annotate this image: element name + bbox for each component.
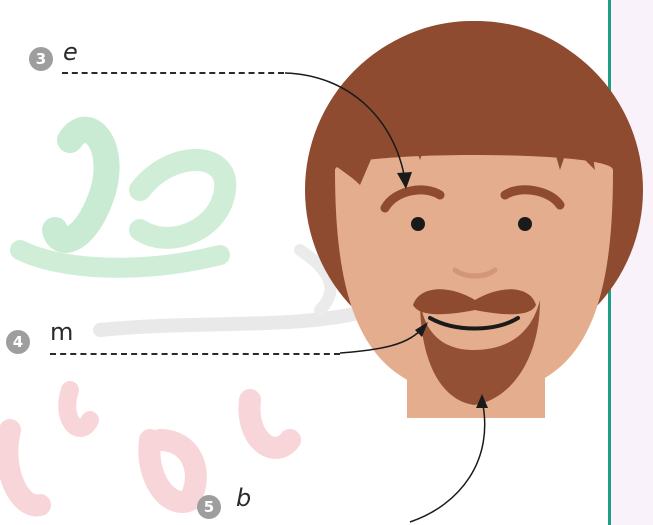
item-letter: e xyxy=(63,40,78,64)
item-number-badge: 5 xyxy=(197,495,221,519)
item-number-badge: 3 xyxy=(29,47,53,71)
item-number-badge: 4 xyxy=(6,330,30,354)
item-letter: m xyxy=(50,320,73,344)
answer-line[interactable] xyxy=(50,353,340,355)
answer-line[interactable] xyxy=(62,72,284,74)
item-letter: b xyxy=(236,486,251,510)
